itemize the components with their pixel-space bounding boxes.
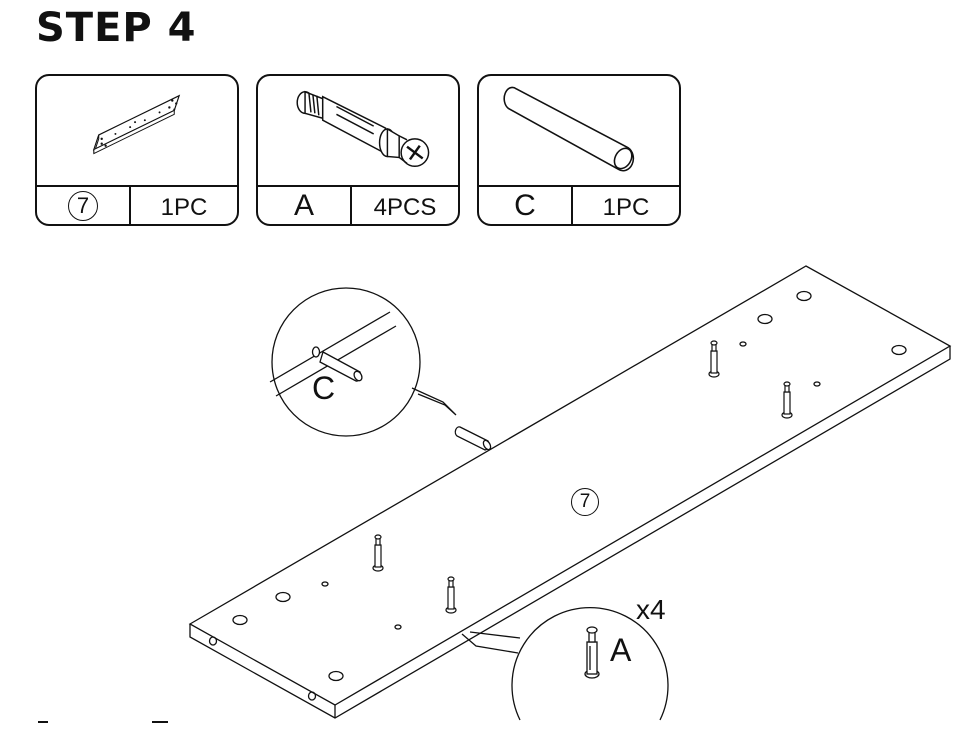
panel-icon bbox=[92, 94, 181, 155]
panel-number: 7 bbox=[571, 488, 599, 516]
dowel-c-installed bbox=[454, 426, 492, 451]
cam-bolts-installed bbox=[372, 340, 793, 614]
part-id-cell: A bbox=[258, 187, 352, 224]
part-id-cell: 7 bbox=[37, 187, 131, 224]
callout-dowel-c bbox=[269, 287, 457, 437]
part-id-cell: C bbox=[479, 187, 573, 224]
part-row: A 4PCS bbox=[258, 185, 458, 224]
part-box-cam-bolt-a: A 4PCS bbox=[256, 74, 460, 226]
step-title: STEP 4 bbox=[36, 5, 197, 51]
cam-bolt-icon bbox=[296, 90, 430, 168]
part-qty: 1PC bbox=[160, 193, 208, 221]
part-id-circled: 7 bbox=[68, 190, 98, 221]
part-box-dowel-c: C 1PC bbox=[477, 74, 681, 226]
part-qty: 1PC bbox=[602, 193, 650, 221]
part-row: 7 1PC bbox=[37, 185, 237, 224]
callout-c-label: C bbox=[312, 370, 336, 406]
panel-number-circled: 7 bbox=[571, 488, 599, 516]
callout-a-label: A bbox=[610, 632, 632, 668]
callout-a-count: x4 bbox=[636, 594, 666, 625]
callout-cam-bolt-a bbox=[461, 607, 669, 721]
dowel-icon bbox=[503, 86, 635, 172]
part-qty: 4PCS bbox=[373, 193, 437, 221]
part-box-panel-7: 7 1PC bbox=[35, 74, 239, 226]
part-row: C 1PC bbox=[479, 185, 679, 224]
